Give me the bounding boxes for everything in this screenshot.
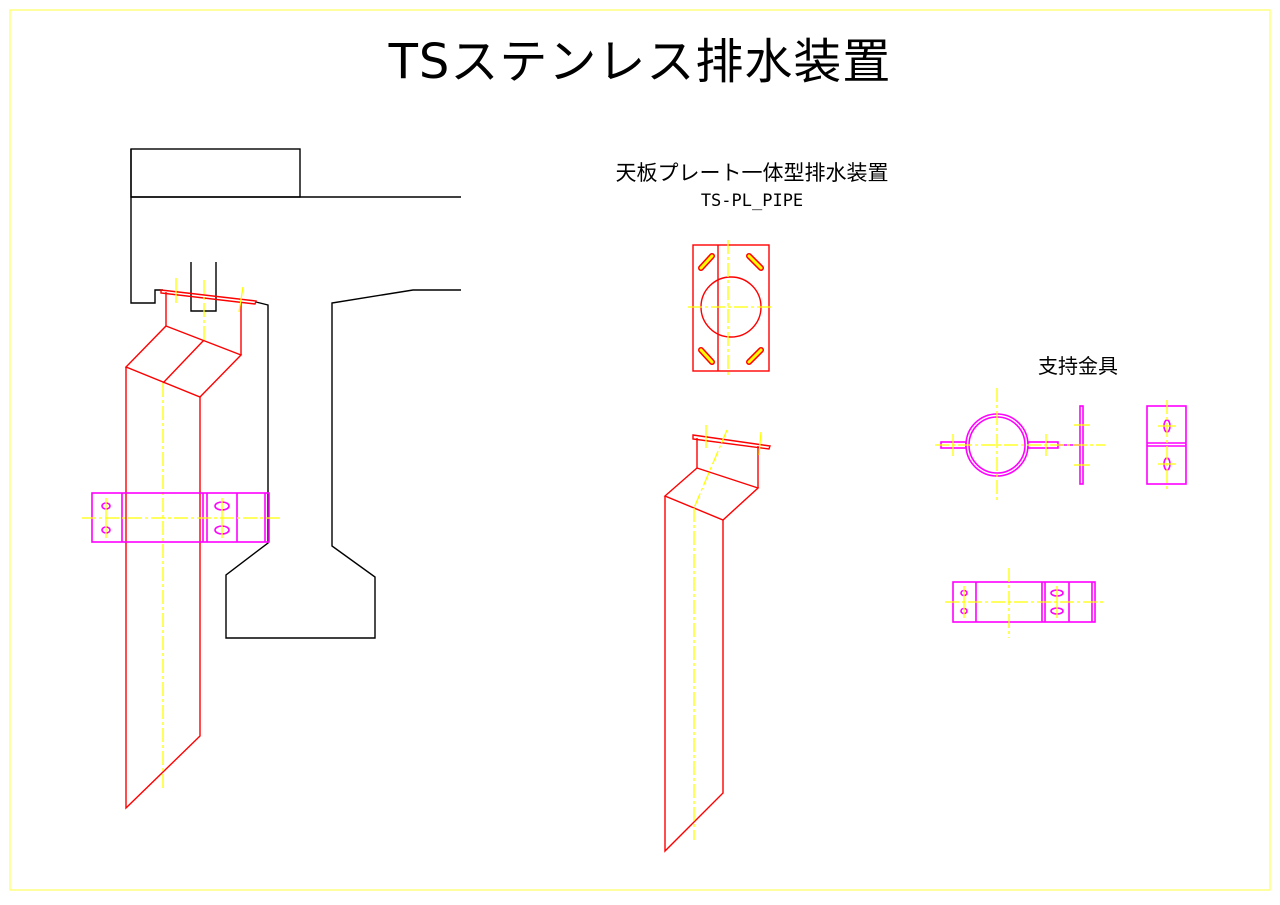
product-name: 天板プレート一体型排水装置: [615, 161, 889, 185]
support-bracket-side-view: [1146, 400, 1187, 490]
support-bracket-front-view: [935, 388, 1105, 502]
support-bracket-plan-view: [945, 568, 1103, 638]
bracket-label: 支持金具: [1038, 354, 1118, 378]
concrete-structure: [130, 148, 461, 639]
drain-pipe-side-view: [663, 425, 771, 853]
support-bracket-installed: [82, 492, 280, 543]
product-code: TS-PL_PIPE: [700, 191, 804, 211]
top-plate-plan-view: [688, 240, 774, 376]
drawing-title: TSステンレス排水装置: [388, 34, 892, 90]
sheet-border: [9, 9, 1271, 891]
drain-pipe-section-view: [124, 278, 257, 810]
